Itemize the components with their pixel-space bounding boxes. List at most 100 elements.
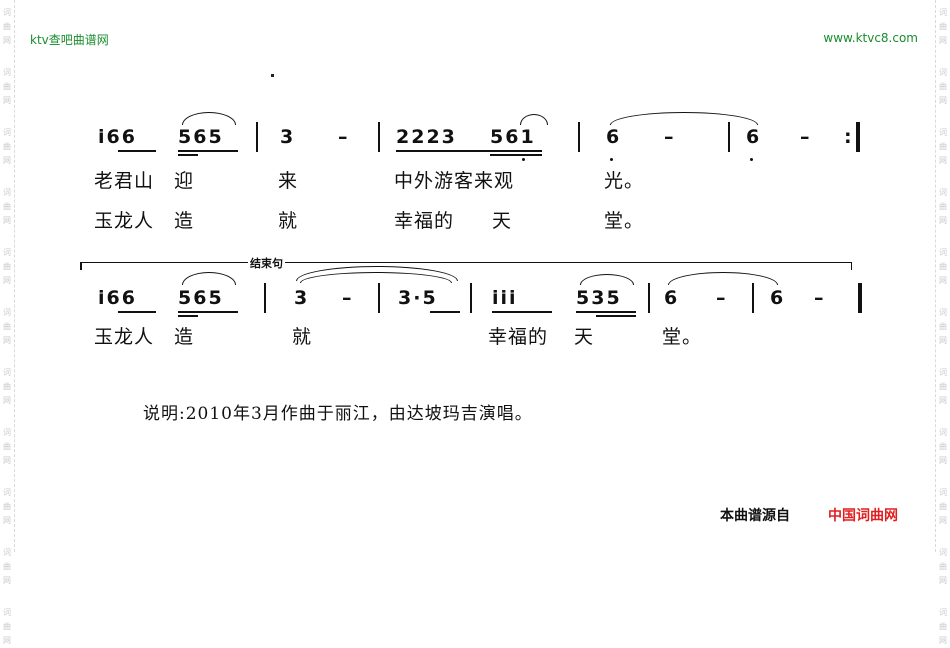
lyric-word: 光。 [604,170,645,192]
note-group: 6 [606,126,622,148]
note-dash: – [814,287,826,309]
watermark-text: 词曲网 [939,188,947,225]
lyric-word: 玉龙人 [94,326,155,348]
watermark-text: 词曲网 [939,248,947,285]
note-group: 6 [664,287,680,309]
beam [178,315,198,317]
note-group: 3·5 [398,287,438,309]
barline [728,122,730,152]
beam [490,154,542,156]
watermark-text: 词曲网 [3,608,11,645]
ending-label: 结束句 [248,255,285,271]
source-site-link[interactable]: 中国词曲网 [828,508,898,524]
watermark-text: 词曲网 [939,608,947,645]
lyric-word: 堂。 [604,210,645,232]
note-group: 6 [746,126,762,148]
barline [264,283,266,313]
barline [256,122,258,152]
low-octave-dot [522,158,525,161]
watermark-text: 词曲网 [3,248,11,285]
barline [378,122,380,152]
lyric-word: 就 [292,326,313,348]
note-group: i66 [98,287,137,309]
note-dash: – [338,126,350,148]
note-dash: – [342,287,354,309]
lyric-word: 堂。 [662,326,703,348]
beam [396,150,542,152]
beam [430,311,460,313]
watermark-text: 词曲网 [939,428,947,465]
final-barline [856,122,860,152]
beam [118,311,156,313]
watermark-text: 词曲网 [939,68,947,105]
tie [668,272,778,285]
beam [596,315,636,317]
barline [648,283,650,313]
note-group: 6 [770,287,786,309]
beam [576,311,636,313]
note-group: 535 [576,287,622,309]
watermark-text: 词曲网 [3,368,11,405]
slur [182,112,236,125]
lyric-word: 就 [278,210,299,232]
right-watermark-strip: 词曲网词曲网词曲网词曲网词曲网词曲网词曲网词曲网词曲网词曲网词曲网 [935,0,950,645]
note-group: 3 [280,126,296,148]
note-dash: – [800,126,812,148]
lyric-word: 幸福的 [488,326,549,348]
watermark-text: 词曲网 [3,128,11,165]
barline [578,122,580,152]
beam [178,311,238,313]
lyric-word: 来 [278,170,299,192]
ending-bracket [80,262,852,270]
note-group: i66 [98,126,137,148]
watermark-text: 词曲网 [939,8,947,45]
watermark-text: 词曲网 [939,308,947,345]
beam [118,150,156,152]
beam [178,150,238,152]
watermark-text: 词曲网 [939,548,947,585]
note-dash: – [716,287,728,309]
watermark-text: 词曲网 [3,188,11,225]
note-group: 3 [294,287,310,309]
beam [492,311,552,313]
watermark-text: 词曲网 [939,368,947,405]
tie [610,112,758,125]
final-barline [858,283,862,313]
watermark-text: 词曲网 [939,488,947,525]
site-name-right: www.ktvc8.com [823,31,918,45]
note-group: 561 [490,126,536,148]
left-watermark-strip: 词曲网词曲网词曲网词曲网词曲网词曲网词曲网词曲网词曲网词曲网词曲网 [0,0,15,645]
lyric-word: 天 [574,326,595,348]
note-group: iii [492,287,518,309]
lyric-word: 迎 [174,170,195,192]
note-dash: – [664,126,676,148]
note-group: 565 [178,126,224,148]
note-group: 2223 [396,126,457,148]
low-octave-dot [750,158,753,161]
barline [378,283,380,313]
lyric-word: 幸福的 [394,210,455,232]
slur [580,274,634,285]
lyric-word: 造 [174,210,195,232]
barline [752,283,754,313]
slur [520,114,548,125]
watermark-text: 词曲网 [3,548,11,585]
barline [470,283,472,313]
composition-note: 说明:2010年3月作曲于丽江，由达坡玛吉演唱。 [143,404,533,424]
notation-line-1: i66 565 3 – 2223 561 6 – 6 – : [0,122,950,156]
low-octave-dot [610,158,613,161]
watermark-text: 词曲网 [3,428,11,465]
notation-line-2: i66 565 3 – 3·5 iii 535 6 – 6 – [0,283,950,317]
note-group: 565 [178,287,224,309]
lyric-word: 天 [492,210,513,232]
lyric-word: 中外游客来观 [394,170,515,192]
watermark-text: 词曲网 [3,488,11,525]
watermark-text: 词曲网 [3,308,11,345]
watermark-text: 词曲网 [3,8,11,45]
slur [182,272,236,285]
watermark-text: 词曲网 [939,128,947,165]
lyric-word: 老君山 [94,170,155,192]
source-label: 本曲谱源自 [720,508,790,524]
repeat-dots: : [844,126,854,148]
